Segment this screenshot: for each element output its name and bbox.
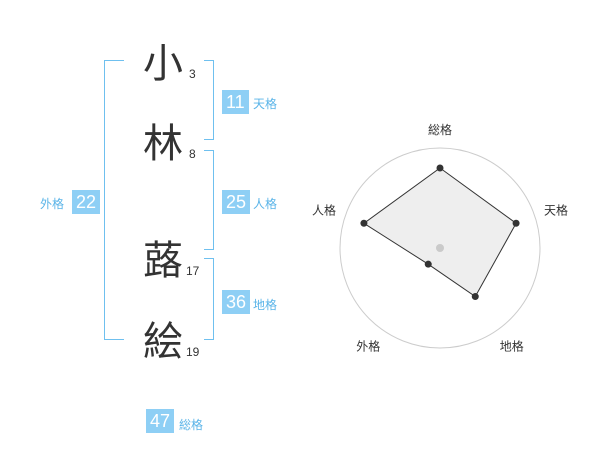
radar-point-5 xyxy=(360,219,368,227)
radar-grid xyxy=(339,147,541,349)
name-char-4: 絵 xyxy=(143,319,183,365)
radar-axis-label-1: 総格 xyxy=(428,122,452,137)
name-char-2: 林 xyxy=(143,121,183,167)
jinkaku-bracket xyxy=(204,150,214,250)
radar-axis-label-2: 天格 xyxy=(544,202,568,217)
chikaku-label: 地格 xyxy=(253,298,278,312)
tenkaku-bracket xyxy=(204,60,214,140)
stroke-count-2: 8 xyxy=(189,147,196,161)
radar-point-3 xyxy=(471,293,479,301)
chikaku-bracket xyxy=(204,258,214,340)
tenkaku-label: 天格 xyxy=(253,97,278,111)
radar-point-1 xyxy=(436,164,444,172)
radar-point-4 xyxy=(424,260,432,268)
gaikaku-bracket xyxy=(104,60,124,340)
soukaku-label: 総格 xyxy=(179,418,204,432)
jinkaku-value: 25 xyxy=(222,190,251,214)
radar-axis-label-4: 外格 xyxy=(356,339,380,354)
stroke-count-3: 17 xyxy=(186,264,200,278)
jinkaku-label: 人格 xyxy=(253,197,278,211)
radar-axis-label-3: 地格 xyxy=(500,339,524,354)
radar-axis-label-5: 人格 xyxy=(312,202,336,217)
radar-point-2 xyxy=(512,219,520,227)
stroke-count-1: 3 xyxy=(189,67,196,81)
stroke-count-4: 19 xyxy=(186,345,200,359)
tenkaku-value: 11 xyxy=(222,90,249,114)
soukaku-value: 47 xyxy=(146,409,175,433)
name-char-3: 蕗 xyxy=(143,238,183,284)
radar-area xyxy=(363,167,517,298)
gaikaku-value: 22 xyxy=(72,190,101,214)
chikaku-value: 36 xyxy=(222,290,251,314)
gaikaku-label: 外格 xyxy=(40,197,65,211)
name-char-1: 小 xyxy=(143,41,183,87)
radar-points xyxy=(360,164,520,301)
radar-center-dot xyxy=(436,244,444,252)
